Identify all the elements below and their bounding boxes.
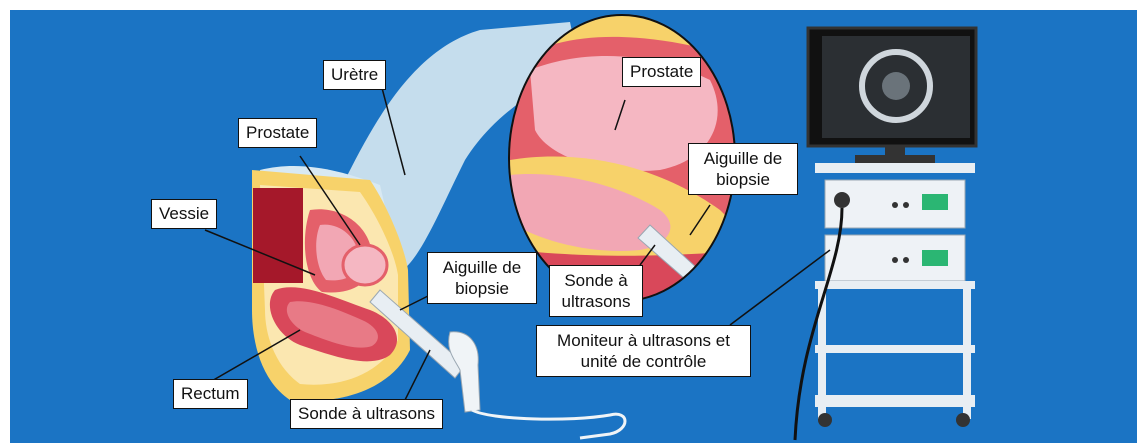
prostate-shape xyxy=(343,245,387,285)
probe-cable xyxy=(472,410,625,438)
label-zoom-aiguille-de-biopsie: Aiguille de biopsie xyxy=(688,143,798,195)
abdominal-muscle xyxy=(253,188,303,283)
label-aiguille-de-biopsie: Aiguille de biopsie xyxy=(427,252,537,304)
label-rectum: Rectum xyxy=(173,379,248,409)
label-prostate: Prostate xyxy=(238,118,317,148)
label-zoom-sonde-a-ultrasons: Sonde à ultrasons xyxy=(549,265,643,317)
label-zoom-prostate: Prostate xyxy=(622,57,701,87)
label-moniteur-a-ultrasons: Moniteur à ultrasons et unité de contrôl… xyxy=(536,325,751,377)
label-uretre: Urètre xyxy=(323,60,386,90)
cart-shelf-top xyxy=(815,163,975,173)
label-sonde-a-ultrasons: Sonde à ultrasons xyxy=(290,399,443,429)
diagram-canvas: Urètre Prostate Vessie Rectum Aiguille d… xyxy=(10,10,1137,443)
label-vessie: Vessie xyxy=(151,199,217,229)
